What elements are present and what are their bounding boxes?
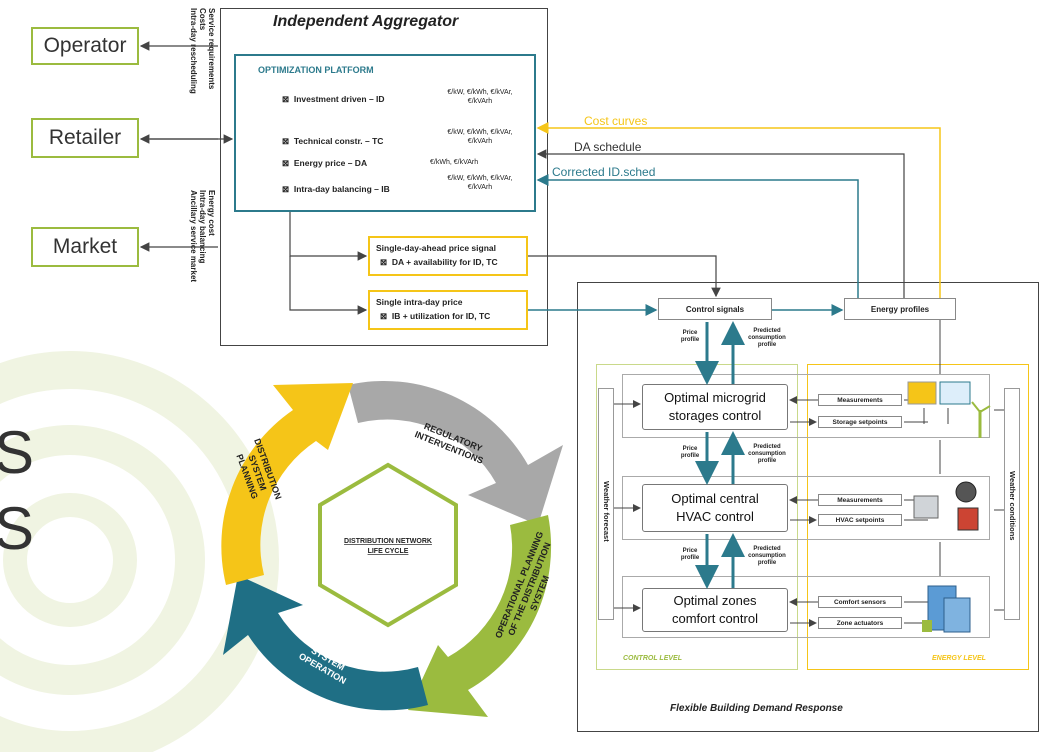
predicted-profile-label-2: Predicted consumption profile xyxy=(748,444,786,464)
wind-turbine-icon xyxy=(971,401,991,438)
platform-item-investment: ⊠ Investment driven – ID xyxy=(282,94,385,104)
cycle-center-line2: LIFE CYCLE xyxy=(368,548,409,555)
weather-conditions-bar: Weather conditions xyxy=(1004,388,1020,620)
operator-box: Operator xyxy=(31,27,139,65)
operational-segment xyxy=(408,515,552,717)
cost-curves-label: Cost curves xyxy=(584,114,648,128)
energy-level-box: ENERGY LEVEL xyxy=(807,364,1029,670)
predicted-profile-label-1: Predicted consumption profile xyxy=(748,328,786,348)
price-profile-label-2: Price profile xyxy=(680,446,700,459)
hvac-measurements: Measurements xyxy=(818,494,902,506)
platform-units-energy: €/kWh, €/kVArh xyxy=(430,159,479,166)
zones-row xyxy=(622,576,990,638)
platform-item-intraday: ⊠ Intra-day balancing – IB xyxy=(282,184,390,194)
da-schedule-label: DA schedule xyxy=(574,140,642,154)
regulatory-segment xyxy=(348,380,563,525)
building-icon xyxy=(922,585,971,633)
partial-text-1: S xyxy=(0,419,35,486)
optimization-platform-box: OPTIMIZATION PLATFORM ⊠ Investment drive… xyxy=(234,54,536,212)
building-title: Flexible Building Demand Response xyxy=(670,703,843,714)
platform-title: OPTIMIZATION PLATFORM xyxy=(258,65,374,75)
platform-units-intraday: €/kW, €/kWh, €/kVAr, €/kVArh xyxy=(447,175,513,191)
comfort-sensors: Comfort sensors xyxy=(818,596,902,608)
partial-text-2: S xyxy=(0,495,35,562)
platform-item-energy: ⊠ Energy price – DA xyxy=(282,158,368,168)
microgrid-measurements: Measurements xyxy=(818,394,902,406)
cycle-center-line1: DISTRIBUTION NETWORK xyxy=(344,538,432,545)
corrected-schedule-label: Corrected ID.sched xyxy=(552,165,656,179)
hvac-unit-icon xyxy=(913,481,979,531)
retailer-box: Retailer xyxy=(31,118,139,158)
weather-forecast-bar: Weather forecast xyxy=(598,388,614,620)
energy-profiles-box: Energy profiles xyxy=(844,298,956,320)
platform-item-technical: ⊠ Technical constr. – TC xyxy=(282,136,384,146)
intraday-signal-box: Single intra-day price ⊠ IB + utilizatio… xyxy=(368,290,528,330)
operation-segment xyxy=(223,575,428,711)
planning-segment xyxy=(221,383,353,585)
center-hexagon xyxy=(318,462,458,628)
price-profile-label-3: Price profile xyxy=(680,548,700,561)
control-signals-box: Control signals xyxy=(658,298,772,320)
operational-label: OPERATIONAL PLANNING OF THE DISTRIBUTION… xyxy=(493,530,552,640)
dayahead-signal-box: Single-day-ahead price signal ⊠ DA + ava… xyxy=(368,236,528,276)
battery-storage-icon xyxy=(907,381,971,424)
predicted-profile-label-3: Predicted consumption profile xyxy=(748,546,786,566)
hvac-setpoints: HVAC setpoints xyxy=(818,514,902,526)
aggregator-title: Independent Aggregator xyxy=(273,13,459,30)
price-profile-label-1: Price profile xyxy=(680,330,700,343)
market-box: Market xyxy=(31,227,139,267)
storage-setpoints: Storage setpoints xyxy=(818,416,902,428)
platform-units-technical: €/kW, €/kWh, €/kVAr, €/kVArh xyxy=(447,129,513,145)
zone-actuators: Zone actuators xyxy=(818,617,902,629)
platform-units-investment: €/kW, €/kWh, €/kVAr, €/kVArh xyxy=(447,89,513,105)
